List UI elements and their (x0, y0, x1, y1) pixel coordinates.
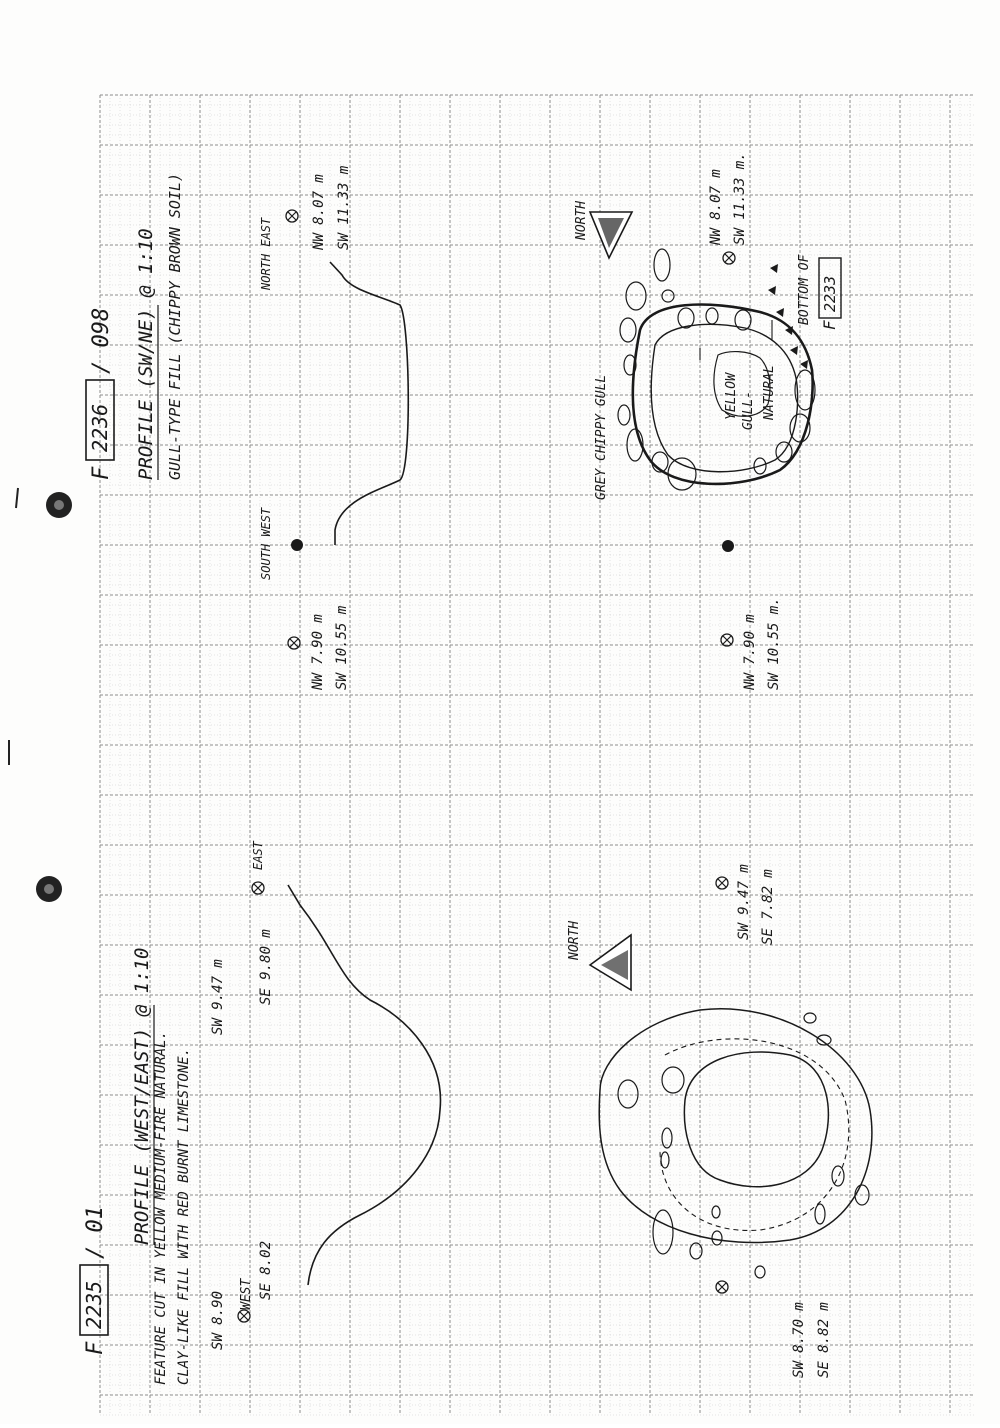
context-number: 2235 (82, 1281, 106, 1329)
plan-gull-outer (631, 303, 814, 486)
plan-sw-nw-level: NW 7.90 m (742, 614, 758, 691)
upper-title: PROFILE (SW/NE) @ 1:10 (135, 228, 159, 480)
east-datum-marker (251, 881, 265, 895)
north-arrow-lower: NORTH (567, 921, 632, 992)
plan-point-2-se: SE 8.82 m (816, 1302, 832, 1378)
bottom-of-label: BOTTOM OF (797, 253, 812, 325)
plan-gull-markers (768, 264, 808, 369)
plan-datum-point-1 (715, 876, 729, 890)
plan-sw-sw-level: SW 10.55 m. (766, 597, 782, 690)
fill-description: GULL-TYPE FILL (CHIPPY BROWN SOIL) (166, 173, 184, 480)
west-se-level: SE 8.02 (258, 1241, 274, 1300)
context-suffix: / 098 (89, 308, 114, 374)
east-label: EAST (251, 840, 265, 870)
plan-yellow-natural (713, 351, 771, 417)
plan-point-1-sw: SW 9.47 m (736, 864, 752, 940)
plan-ne-nw-level: NW 8.07 m (708, 169, 724, 246)
bottom-context: F 2233 (818, 257, 842, 330)
context-suffix: / 01 (83, 1206, 108, 1259)
bottom-context-number: 2233 (821, 276, 839, 312)
upper-context-header: F 2236 / 098 (85, 308, 115, 480)
graph-paper-grid (99, 94, 975, 1416)
plan-point-2-sw: SW 8.70 m (791, 1302, 807, 1378)
plan-sw-reference (720, 633, 734, 647)
plan-outer-cut (598, 1008, 873, 1244)
lower-title: PROFILE (WEST/EAST) @ 1:10 (131, 948, 155, 1245)
north-east-label: NORTH EAST (259, 217, 273, 291)
plan-stones-upper (617, 248, 816, 491)
context-box (79, 1264, 109, 1336)
west-label: WEST (239, 1278, 254, 1310)
profile-title: PROFILE (WEST/EAST) @ 1:10 (131, 948, 153, 1245)
punch-hole-lower-highlight (44, 884, 54, 894)
bottom-context-prefix: F (820, 320, 839, 330)
east-sw-level: SW 9.47 m (210, 959, 226, 1035)
grey-chippy-gull-label: GREY CHIPPY GULL (594, 375, 609, 500)
margin-mark (15, 487, 19, 509)
plan-ne-sw-level: SW 11.33 m. (732, 152, 748, 245)
sw-nw-level: NW 7.90 m (310, 614, 326, 691)
yellow-label-1: YELLOW (724, 372, 739, 420)
profile-title: PROFILE (SW/NE) @ 1:10 (135, 228, 157, 480)
west-datum-marker (237, 1309, 251, 1323)
description-line-1: FEATURE CUT IN YELLOW MEDIUM-FIRE NATURA… (153, 1031, 169, 1385)
ne-nw-level: NW 8.07 m (311, 174, 327, 251)
sw-reference-marker (287, 636, 301, 650)
plan-inner-edge-dashed (659, 1038, 850, 1232)
lower-context-header: F 2235 / 01 (79, 1206, 109, 1355)
plan-ne-datum (722, 251, 736, 265)
plan-sw-datum (722, 540, 734, 552)
ne-sw-level: SW 11.33 m (336, 165, 352, 250)
ne-datum-marker (285, 209, 299, 223)
plan-datum-point-2 (715, 1280, 729, 1294)
west-sw-level: SW 8.90 (210, 1291, 226, 1350)
sw-datum-marker (291, 539, 303, 551)
plan-point-1-se: SE 7.82 m (760, 869, 776, 945)
context-box (85, 379, 115, 461)
yellow-label-3: NATURAL (762, 365, 777, 421)
plan-inner-ring (683, 1051, 830, 1188)
north-label: NORTH (567, 921, 582, 961)
context-number: 2236 (88, 404, 112, 452)
yellow-label-2: GULL- (741, 391, 756, 430)
north-label: NORTH (574, 201, 589, 241)
lower-drawing: F 2235 / 01 PROFILE (WEST/EAST) @ 1:10 F… (79, 840, 873, 1385)
context-prefix: F (89, 466, 114, 480)
east-se-level: SE 9.80 m (258, 929, 274, 1005)
plan-stones-lower (617, 1012, 870, 1279)
west-east-profile-line (287, 884, 442, 1286)
description-line-2: CLAY-LIKE FILL WITH RED BURNT LIMESTONE. (176, 1048, 192, 1385)
south-west-label: SOUTH WEST (259, 507, 273, 580)
context-prefix: F (83, 1341, 108, 1355)
upper-drawing: F 2236 / 098 PROFILE (SW/NE) @ 1:10 GULL… (85, 152, 842, 691)
punch-hole-upper-highlight (54, 500, 64, 510)
sw-ne-profile-line (329, 261, 410, 545)
plan-gull-inner (650, 323, 799, 473)
north-arrow-upper: NORTH (574, 201, 634, 260)
sw-sw-level: SW 10.55 m (334, 605, 350, 690)
